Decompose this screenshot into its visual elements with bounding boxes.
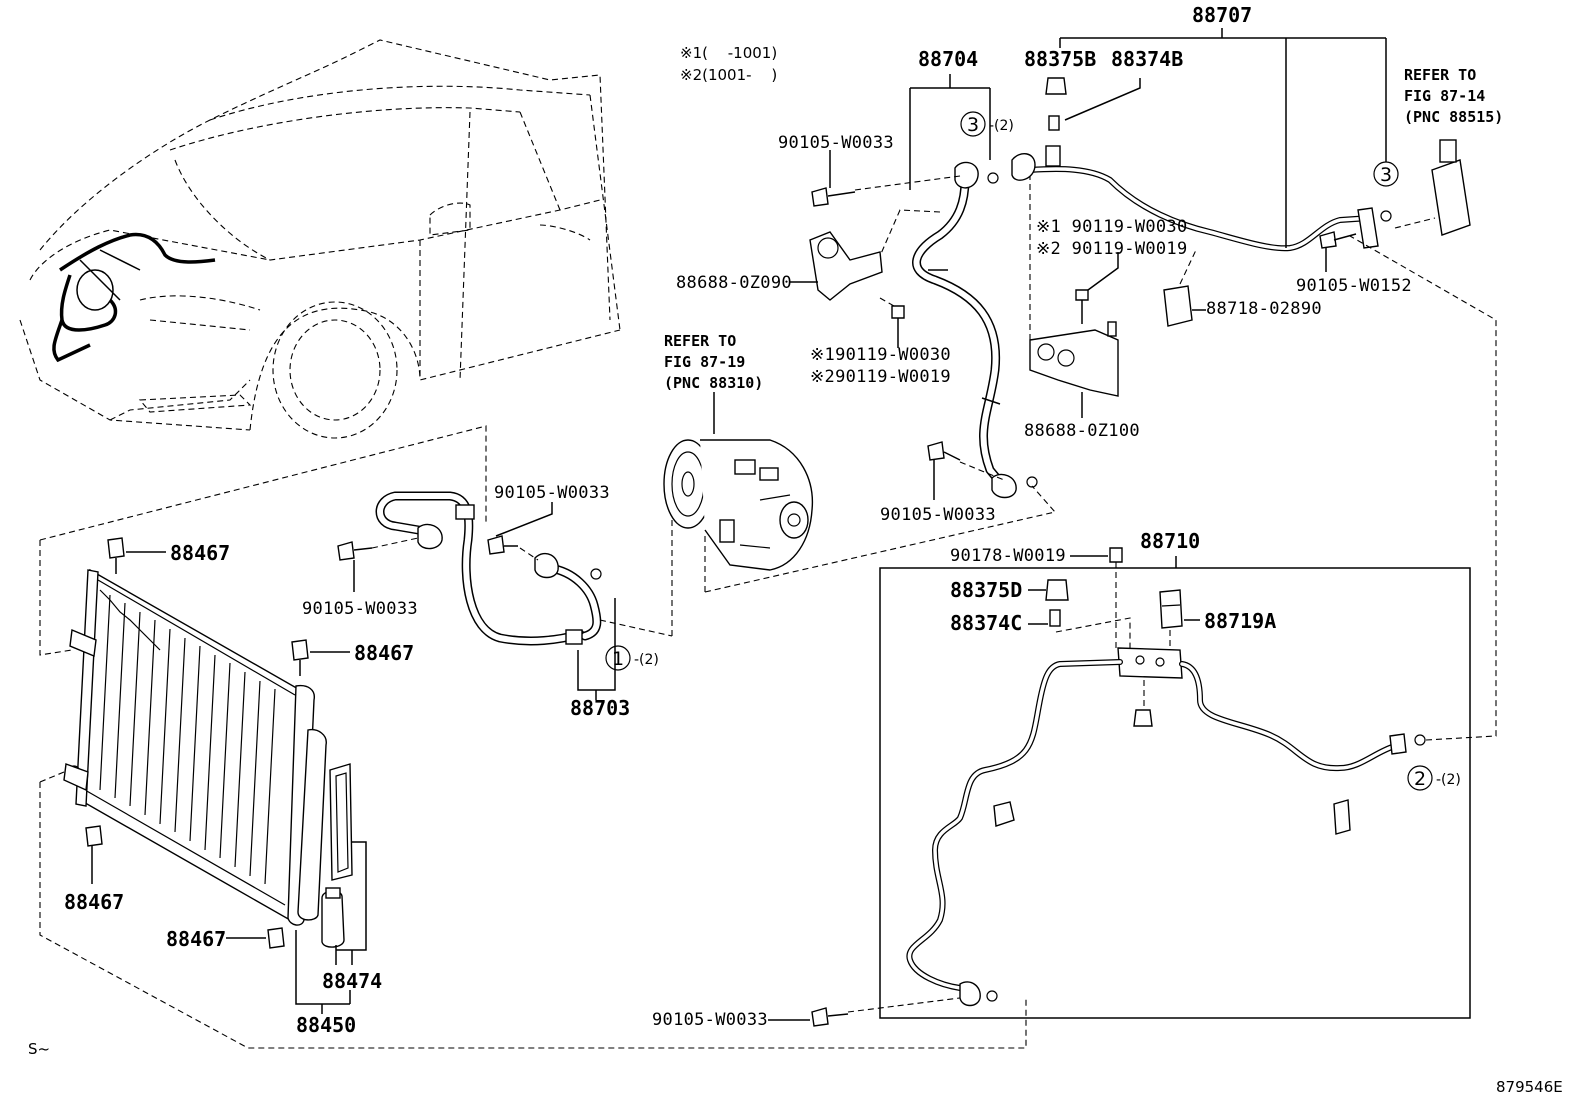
label-88703[interactable]: 88703 — [570, 696, 630, 720]
label-90105-W0033-left[interactable]: 90105-W0033 — [302, 599, 418, 619]
label-88688-0Z100[interactable]: 88688-0Z100 — [1024, 421, 1140, 441]
label-90119-W0019-a[interactable]: ※290119-W0019 — [810, 367, 951, 387]
condenser-88450: 88474 88450 88467 88467 88467 88467 — [39, 425, 1027, 1049]
assembly-88707: 88707 88375B 88374B — [1011, 3, 1392, 252]
label-88467-d[interactable]: 88467 — [166, 927, 226, 951]
clamp-88718-02890: 88718-02890 — [1163, 249, 1322, 327]
label-88467-c[interactable]: 88467 — [64, 890, 124, 914]
callout-1-qty: -(2) — [634, 652, 659, 668]
callout-3-left-num: 3 — [967, 114, 979, 136]
assembly-88710: 88710 90178-W0019 88375D 88374C 88719A — [652, 235, 1497, 1030]
label-90105-W0152[interactable]: 90105-W0152 — [1296, 276, 1412, 296]
label-88718-02890[interactable]: 88718-02890 — [1206, 299, 1322, 319]
figure-code: 879546E — [1496, 1078, 1563, 1096]
label-88375D[interactable]: 88375D — [950, 578, 1022, 602]
label-88467-b[interactable]: 88467 — [354, 641, 414, 665]
bolt-90105-W0152: 90105-W0152 — [1296, 231, 1412, 296]
hose-88703: 88703 1 -(2) 90105-W0033 90105-W0033 — [302, 483, 673, 720]
label-88710[interactable]: 88710 — [1140, 529, 1200, 553]
ref-fig-87-14-line2[interactable]: FIG 87-14 — [1404, 87, 1485, 105]
expansion-valve: REFER TO FIG 87-14 (PNC 88515) — [1394, 66, 1503, 236]
label-88688-0Z090[interactable]: 88688-0Z090 — [676, 273, 792, 293]
variant-notes: ※1( -1001) ※2(1001- ) — [680, 44, 777, 84]
hose-88704: 88704 3 -(2) 90105-W0033 88688-0Z090 ※19… — [676, 47, 1057, 593]
label-88375B[interactable]: 88375B — [1024, 47, 1096, 71]
callout-2-num: 2 — [1414, 768, 1426, 790]
label-90105-W0033-top[interactable]: 90105-W0033 — [778, 133, 894, 153]
label-90119-W0030-b[interactable]: ※1 90119-W0030 — [1036, 217, 1188, 237]
label-90105-W0033-bottom[interactable]: 90105-W0033 — [652, 1010, 768, 1030]
ref-fig-87-19-line3[interactable]: (PNC 88310) — [664, 374, 763, 392]
ref-fig-87-19-line1[interactable]: REFER TO — [664, 332, 736, 350]
label-88374C[interactable]: 88374C — [950, 611, 1022, 635]
compressor: REFER TO FIG 87-19 (PNC 88310) — [663, 332, 814, 636]
label-88707[interactable]: 88707 — [1192, 3, 1252, 27]
callout-3-left-qty: -(2) — [989, 118, 1014, 134]
bracket-88688-0Z100: 88688-0Z100 ※1 90119-W0030 ※2 90119-W001… — [1024, 176, 1188, 441]
label-88467-a[interactable]: 88467 — [170, 541, 230, 565]
label-88719A[interactable]: 88719A — [1204, 609, 1276, 633]
label-88704[interactable]: 88704 — [918, 47, 978, 71]
label-90105-W0033-mid[interactable]: 90105-W0033 — [880, 505, 996, 525]
vehicle-sketch — [19, 39, 621, 439]
corner-mark: S~ — [28, 1040, 50, 1058]
note-1: ※1( -1001) — [680, 44, 777, 62]
label-90105-W0033-hose[interactable]: 90105-W0033 — [494, 483, 610, 503]
ref-fig-87-14-line1[interactable]: REFER TO — [1404, 66, 1476, 84]
label-90178-W0019[interactable]: 90178-W0019 — [950, 546, 1066, 566]
ref-fig-87-14-line3[interactable]: (PNC 88515) — [1404, 108, 1503, 126]
callout-3-right-num: 3 — [1380, 164, 1392, 186]
callout-1-num: 1 — [612, 648, 624, 670]
callout-2-qty: -(2) — [1436, 772, 1461, 788]
label-90119-W0030-a[interactable]: ※190119-W0030 — [810, 345, 951, 365]
label-90119-W0019-b[interactable]: ※2 90119-W0019 — [1036, 239, 1188, 259]
label-88374B[interactable]: 88374B — [1111, 47, 1183, 71]
note-2: ※2(1001- ) — [680, 66, 777, 84]
label-88450[interactable]: 88450 — [296, 1013, 356, 1037]
ref-fig-87-19-line2[interactable]: FIG 87-19 — [664, 353, 745, 371]
label-88474[interactable]: 88474 — [322, 969, 382, 993]
callout-3-right: 3 — [1373, 160, 1399, 187]
